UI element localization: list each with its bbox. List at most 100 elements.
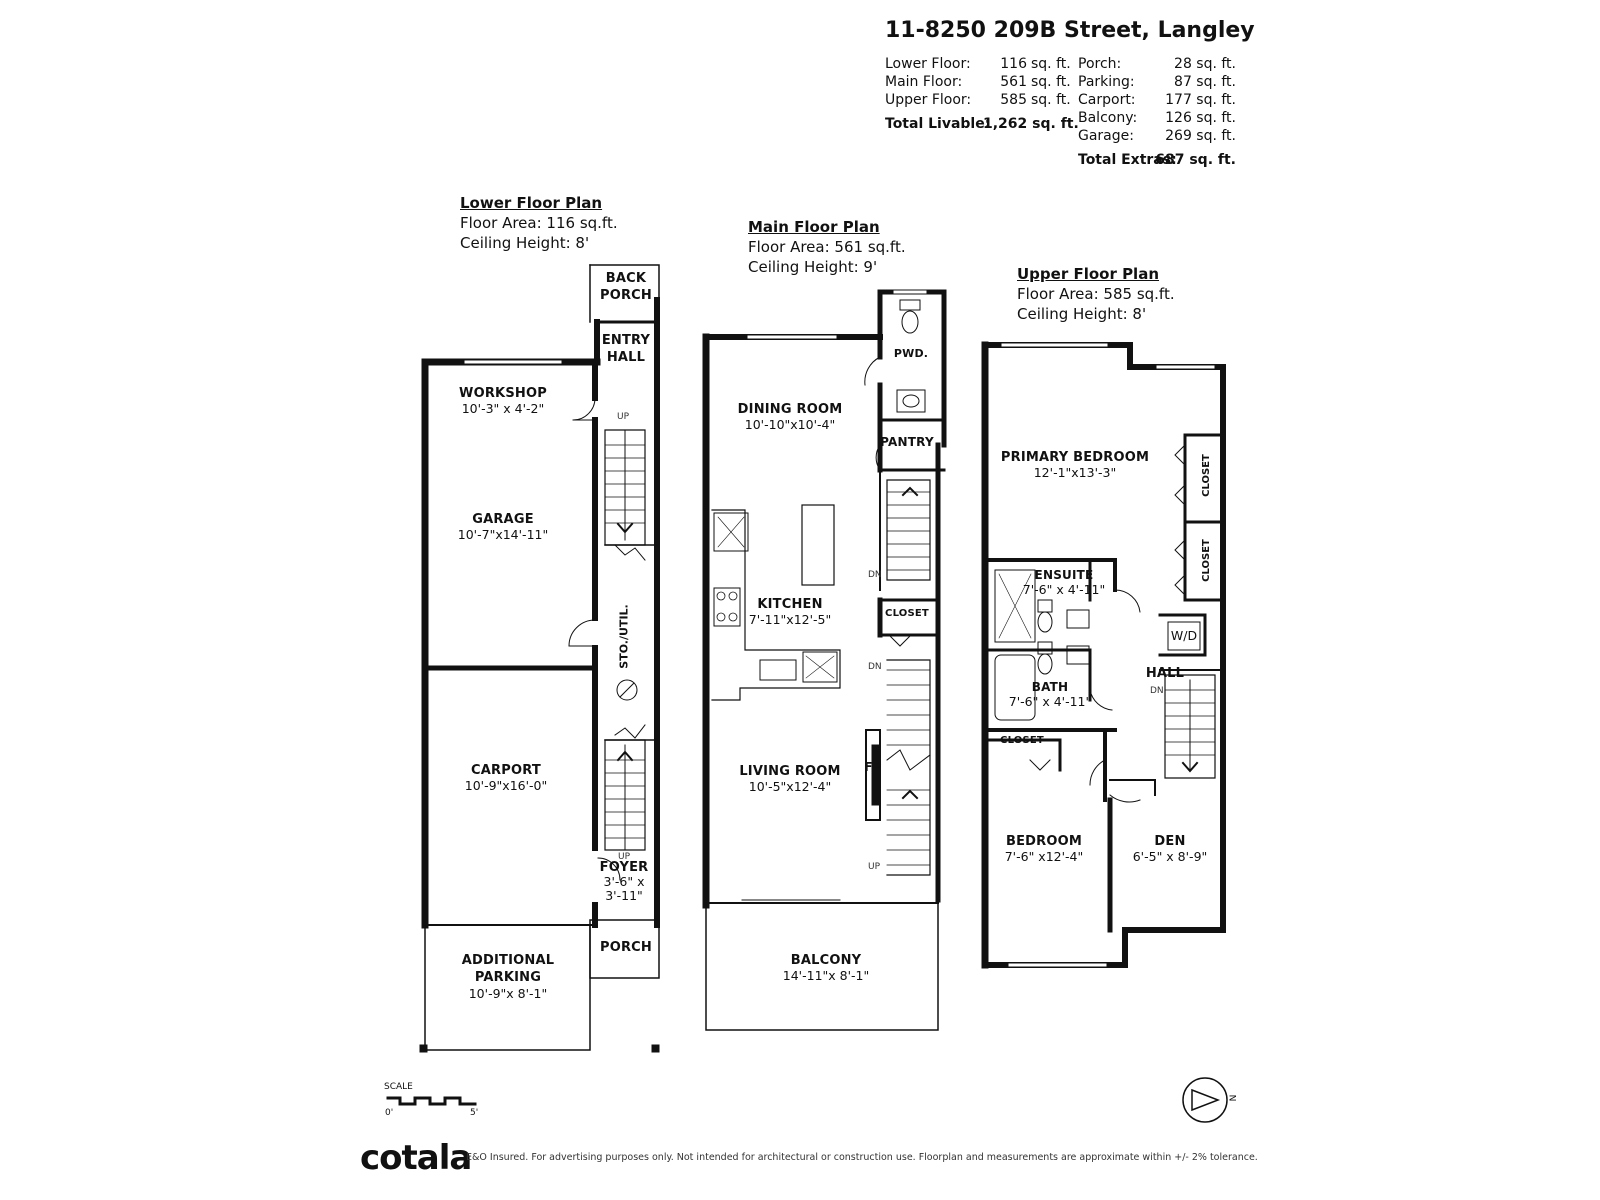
- room-back-porch-name: BACK PORCH: [599, 271, 653, 303]
- upper-floor-value: 585: [1000, 92, 1027, 108]
- upper-plan-ceiling: Ceiling Height: 8': [1017, 305, 1147, 323]
- room-pwd-name: PWD.: [893, 347, 929, 360]
- upper-stair-dn-label: DN: [1150, 686, 1164, 696]
- room-living-dims: 10'-5"x12'-4": [748, 779, 832, 794]
- room-fp-name: FP: [864, 760, 882, 774]
- balcony-value: 126 sq. ft.: [1165, 110, 1236, 126]
- upper-plan-area: Floor Area: 585 sq.ft.: [1017, 285, 1175, 303]
- room-additional-parking: ADDITIONAL PARKING 10'-9"x 8'-1": [462, 952, 554, 1001]
- room-living-name: LIVING ROOM: [739, 764, 841, 779]
- area-summary: Lower Floor: 116 sq. ft. Main Floor: 561…: [0, 0, 1600, 170]
- north-label: N: [1226, 1094, 1237, 1102]
- lower-floor-unit: sq. ft.: [1031, 56, 1071, 72]
- brand-logo: cotala: [360, 1138, 472, 1178]
- carport-label: Carport:: [1078, 92, 1136, 108]
- room-bath-name: BATH: [1031, 680, 1069, 694]
- garage-value: 269 sq. ft.: [1165, 128, 1236, 144]
- room-primary-bedroom-dims: 12'-1"x13'-3": [1033, 465, 1117, 480]
- room-pantry-name: PANTRY: [880, 435, 934, 449]
- lower-floor-value: 116: [1000, 56, 1027, 72]
- room-den: DEN 6'-5" x 8'-9": [1133, 834, 1208, 864]
- room-dining-name: DINING ROOM: [737, 402, 843, 417]
- room-den-name: DEN: [1154, 834, 1186, 849]
- main-stair-dn-label: DN: [868, 570, 882, 580]
- room-workshop-name: WORKSHOP: [459, 386, 547, 401]
- room-garage-name: GARAGE: [472, 512, 534, 527]
- parking-value: 87 sq. ft.: [1174, 74, 1236, 90]
- room-closet-up-3: CLOSET: [1000, 735, 1044, 746]
- room-additional-parking-name: ADDITIONAL PARKING: [461, 953, 555, 985]
- room-back-porch: BACK PORCH: [600, 270, 652, 304]
- scale-start: 0': [385, 1108, 394, 1118]
- room-balcony-dims: 14'-11"x 8'-1": [782, 968, 870, 983]
- room-kitchen-dims: 7'-11"x12'-5": [748, 612, 832, 627]
- total-extras-value: 687 sq. ft.: [1155, 152, 1236, 168]
- north-arrow-icon: [1182, 1077, 1228, 1123]
- room-fp: FP: [864, 760, 881, 774]
- room-closet-up-3-name: CLOSET: [1000, 735, 1044, 746]
- room-living: LIVING ROOM 10'-5"x12'-4": [739, 764, 840, 794]
- room-carport: CARPORT 10'-9"x16'-0": [465, 763, 548, 793]
- room-entry-hall-name: ENTRY HALL: [601, 333, 651, 365]
- lower-plan-area: Floor Area: 116 sq.ft.: [460, 214, 618, 232]
- room-closet-up-2-name: CLOSET: [1200, 539, 1212, 582]
- garage-label: Garage:: [1078, 128, 1134, 144]
- room-garage-dims: 10'-7"x14'-11": [457, 527, 549, 542]
- lower-floor-label: Lower Floor:: [885, 56, 971, 72]
- lower-stair-up-label-2: UP: [618, 852, 631, 862]
- room-entry-hall: ENTRY HALL: [602, 332, 650, 366]
- main-floor-value: 561: [1000, 74, 1027, 90]
- room-workshop-dims: 10'-3" x 4'-2": [461, 401, 545, 416]
- room-closet-up-1-name: CLOSET: [1200, 454, 1212, 497]
- room-foyer-name: FOYER: [599, 860, 649, 875]
- main-floor-label: Main Floor:: [885, 74, 963, 90]
- room-kitchen: KITCHEN 7'-11"x12'-5": [749, 597, 832, 627]
- room-dining: DINING ROOM 10'-10"x10'-4": [738, 402, 843, 432]
- room-bath-dims: 7'-6" x 4'-11": [1008, 694, 1092, 709]
- disclaimer-text: E&O Insured. For advertising purposes on…: [466, 1152, 1258, 1163]
- room-primary-bedroom: PRIMARY BEDROOM 12'-1"x13'-3": [1001, 450, 1149, 480]
- room-wd-name: W/D: [1170, 628, 1198, 643]
- room-workshop: WORKSHOP 10'-3" x 4'-2": [459, 386, 547, 416]
- total-livable-value: 1,262 sq. ft.: [983, 116, 1079, 132]
- lower-floor-walls: [419, 264, 660, 1053]
- room-carport-dims: 10'-9"x16'-0": [464, 778, 548, 793]
- room-den-dims: 6'-5" x 8'-9": [1132, 849, 1208, 864]
- upper-floor-walls: [981, 341, 1226, 969]
- room-sto-util-name: STO./UTIL.: [617, 604, 631, 669]
- scale-label: SCALE: [384, 1082, 413, 1092]
- upper-plan-title: Upper Floor Plan: [1017, 265, 1160, 283]
- lower-plan-title: Lower Floor Plan: [460, 194, 603, 212]
- room-carport-name: CARPORT: [471, 763, 541, 778]
- room-additional-parking-dims: 10'-9"x 8'-1": [468, 986, 548, 1001]
- room-foyer: FOYER 3'-6" x 3'-11": [600, 860, 649, 903]
- room-hall: HALL: [1146, 666, 1184, 681]
- scale-end: 5': [470, 1108, 479, 1118]
- main-plan-header: Main Floor Plan Floor Area: 561 sq.ft. C…: [748, 217, 906, 277]
- room-bedroom-dims: 7'-6" x12'-4": [1004, 849, 1084, 864]
- room-porch: PORCH: [600, 940, 652, 955]
- porch-label: Porch:: [1078, 56, 1122, 72]
- main-floor-unit: sq. ft.: [1031, 74, 1071, 90]
- room-balcony: BALCONY 14'-11"x 8'-1": [783, 953, 869, 983]
- room-bath: BATH 7'-6" x 4'-11": [1009, 680, 1092, 709]
- room-primary-bedroom-name: PRIMARY BEDROOM: [1000, 450, 1150, 465]
- carport-value: 177 sq. ft.: [1165, 92, 1236, 108]
- lower-plan-ceiling: Ceiling Height: 8': [460, 234, 590, 252]
- room-pwd: PWD.: [894, 347, 928, 360]
- room-hall-name: HALL: [1145, 666, 1185, 681]
- room-dining-dims: 10'-10"x10'-4": [744, 417, 836, 432]
- balcony-label: Balcony:: [1078, 110, 1138, 126]
- room-wd: W/D: [1171, 628, 1197, 643]
- main-plan-area: Floor Area: 561 sq.ft.: [748, 238, 906, 256]
- upper-plan-header: Upper Floor Plan Floor Area: 585 sq.ft. …: [1017, 264, 1175, 324]
- room-pantry: PANTRY: [880, 435, 934, 449]
- property-address: 11-8250 209B Street, Langley: [885, 18, 1255, 43]
- room-ensuite-name: ENSUITE: [1034, 568, 1094, 582]
- room-bedroom-name: BEDROOM: [1005, 834, 1083, 849]
- upper-floor-label: Upper Floor:: [885, 92, 972, 108]
- main-stair-up-label: UP: [868, 862, 881, 872]
- parking-label: Parking:: [1078, 74, 1135, 90]
- total-livable-label: Total Livable:: [885, 116, 991, 132]
